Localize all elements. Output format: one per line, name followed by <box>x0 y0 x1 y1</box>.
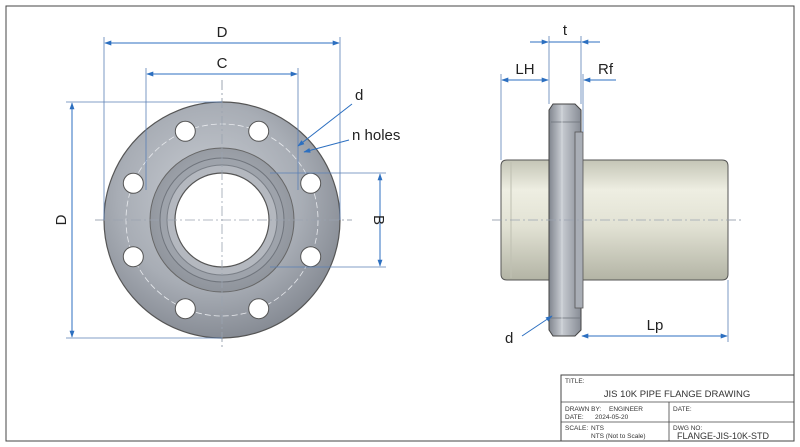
dimension-t: t <box>530 22 600 104</box>
bolt-hole <box>248 120 270 142</box>
label-Lp: Lp <box>647 317 664 334</box>
dimension-Rf: Rf <box>582 61 616 132</box>
dimension-B: B <box>270 172 387 268</box>
date-label: DATE: <box>565 414 584 421</box>
label-C: C <box>217 55 228 72</box>
drawn-by-label: DRAWN BY: <box>565 406 601 413</box>
dimension-D-side: D <box>53 101 222 339</box>
title-label: TITLE: <box>565 378 585 385</box>
label-t: t <box>563 22 568 39</box>
scale-value: NTS <box>591 425 605 432</box>
front-view <box>95 80 352 350</box>
bolt-hole <box>174 120 196 142</box>
dimension-LH: LH <box>500 61 549 160</box>
dimension-Lp: Lp <box>581 280 729 342</box>
label-side-d: d <box>505 330 513 347</box>
bolt-holes <box>122 120 322 320</box>
date-value: 2024-05-20 <box>595 414 629 421</box>
dwg-no-value: FLANGE-JIS-10K-STD <box>677 431 770 441</box>
bolt-hole <box>300 172 322 194</box>
label-n-holes: n holes <box>352 127 400 144</box>
bolt-hole <box>248 298 270 320</box>
drawing-title: JIS 10K PIPE FLANGE DRAWING <box>604 389 750 400</box>
hole-callouts: d n holes <box>297 87 400 153</box>
bolt-hole <box>122 246 144 268</box>
scale-note: NTS (Not to Scale) <box>591 433 646 440</box>
label-Rf: Rf <box>598 61 614 78</box>
side-d-callout: d <box>505 315 553 347</box>
date-right-label: DATE: <box>673 406 692 413</box>
scale-label: SCALE: <box>565 425 588 432</box>
dimension-D-top: D <box>103 24 341 220</box>
title-block: TITLE: JIS 10K PIPE FLANGE DRAWING DRAWN… <box>560 374 795 442</box>
label-hole-d: d <box>355 87 363 104</box>
label-D-side: D <box>53 214 70 225</box>
bolt-hole <box>174 298 196 320</box>
bolt-hole <box>300 246 322 268</box>
label-B: B <box>370 215 387 225</box>
label-D-top: D <box>217 24 228 41</box>
dwg-no-label: DWG NO: <box>673 425 702 432</box>
dimension-C: C <box>145 55 299 190</box>
bolt-hole <box>122 172 144 194</box>
side-view <box>492 103 742 337</box>
label-LH: LH <box>515 61 534 78</box>
drawn-by-value: ENGINEER <box>609 406 643 413</box>
sheet-border <box>5 5 795 442</box>
